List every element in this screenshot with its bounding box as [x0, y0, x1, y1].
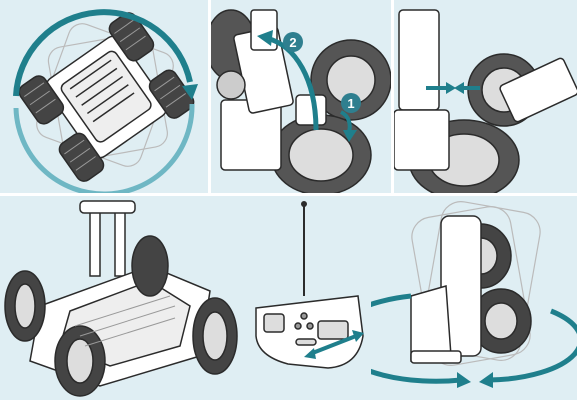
car-upright-illustration: [4, 200, 238, 397]
double-arrow-icon: [426, 82, 480, 94]
panel-steps: 2 1: [211, 0, 391, 193]
rotating-car-illustration: [13, 9, 198, 193]
panel-car: [0, 196, 245, 400]
handle-fold-illustration: [211, 9, 391, 193]
rotate-arrow-icon: [13, 9, 193, 97]
panel-lock: [394, 0, 577, 193]
panel-rotation-bottom: [371, 196, 577, 400]
panel-rotation-top: [0, 0, 208, 193]
rotate-arrow-icon: [371, 293, 462, 384]
divider: [0, 193, 577, 196]
step-2-badge: 2: [283, 32, 303, 52]
step-1-badge: 1: [341, 93, 361, 113]
divider: [391, 0, 394, 193]
remote-control-illustration: [255, 201, 364, 369]
panel-remote: [248, 196, 368, 400]
curved-arrow-icon: [265, 35, 319, 131]
divider: [208, 0, 211, 193]
handle-lock-illustration: [394, 9, 577, 193]
car-spin-illustration: [371, 201, 577, 388]
double-arrow-icon: [304, 330, 364, 359]
